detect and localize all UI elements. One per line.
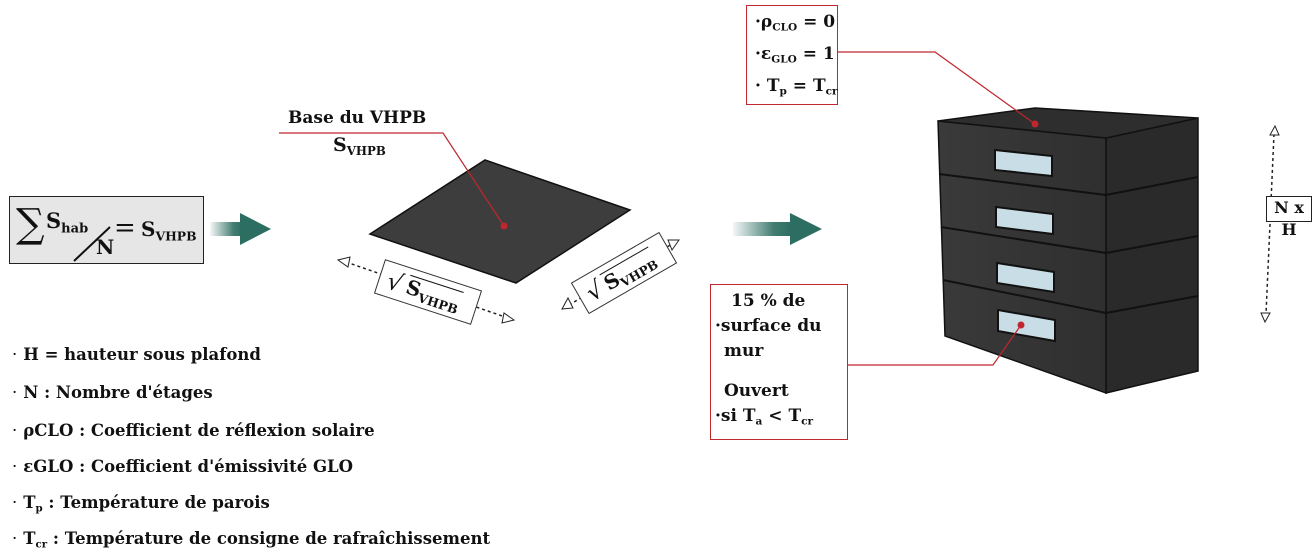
legend-item: ·εGLO : Coefficient d'émissivité GLO: [12, 457, 354, 476]
base-leader-line: [279, 132, 505, 227]
building-roof: [937, 107, 1199, 139]
legend-item: ·Tp : Température de parois: [12, 493, 270, 515]
legend-item: ·ρCLO : Coefficient de réflexion solaire: [12, 421, 375, 440]
fraction-slash: [73, 226, 111, 262]
window-properties-box: 15 % de ·surface du mur Ouvert ·si Ta < …: [710, 284, 848, 440]
window-surface-line2: ·surface du: [715, 316, 822, 336]
formula-result: SVHPB: [141, 217, 197, 244]
window-floor-3: [995, 205, 1054, 236]
base-title: Base du VHPB: [288, 108, 427, 128]
tp-tcr-line: · Tp = Tcr: [755, 76, 838, 98]
eps-glo-line: ·εGLO = 1: [755, 44, 835, 66]
roof-leader-line: [838, 51, 1036, 125]
height-arrow: [1260, 124, 1280, 324]
building: [937, 107, 1199, 395]
window-floor-2: [996, 261, 1055, 294]
window-open-line1: Ouvert: [724, 381, 789, 401]
roof-properties-box: ·ρCLO = 0 ·εGLO = 1 · Tp = Tcr: [746, 5, 838, 105]
roof-point: [1031, 120, 1039, 128]
window-floor-1: [997, 308, 1056, 343]
window-surface-line3: mur: [724, 341, 764, 361]
legend-item: ·N : Nombre d'étages: [12, 383, 213, 402]
flow-arrow-2: [733, 213, 822, 245]
rho-clo-line: ·ρCLO = 0: [755, 12, 836, 34]
base-point: [500, 222, 508, 230]
base-symbol: SVHPB: [333, 134, 386, 159]
window-leader-line: [848, 324, 1022, 366]
flow-arrow-1: [210, 213, 271, 245]
legend-item: ·H = hauteur sous plafond: [12, 345, 261, 364]
legend-item: ·Tcr : Température de consigne de rafraî…: [12, 529, 491, 551]
formula-numerator: Shab: [46, 208, 89, 237]
formula-equals: =: [114, 213, 136, 243]
window-open-line2: ·si Ta < Tcr: [715, 406, 814, 428]
window-point: [1017, 321, 1025, 329]
window-floor-4: [994, 148, 1053, 178]
sum-symbol: ∑: [16, 201, 45, 247]
formula-denominator: N: [96, 235, 115, 259]
formula-box: ∑ Shab N = SVHPB: [9, 196, 204, 264]
height-label: N x H: [1266, 196, 1312, 239]
window-surface-line1: 15 % de: [731, 291, 806, 311]
base-plate: [368, 159, 632, 284]
